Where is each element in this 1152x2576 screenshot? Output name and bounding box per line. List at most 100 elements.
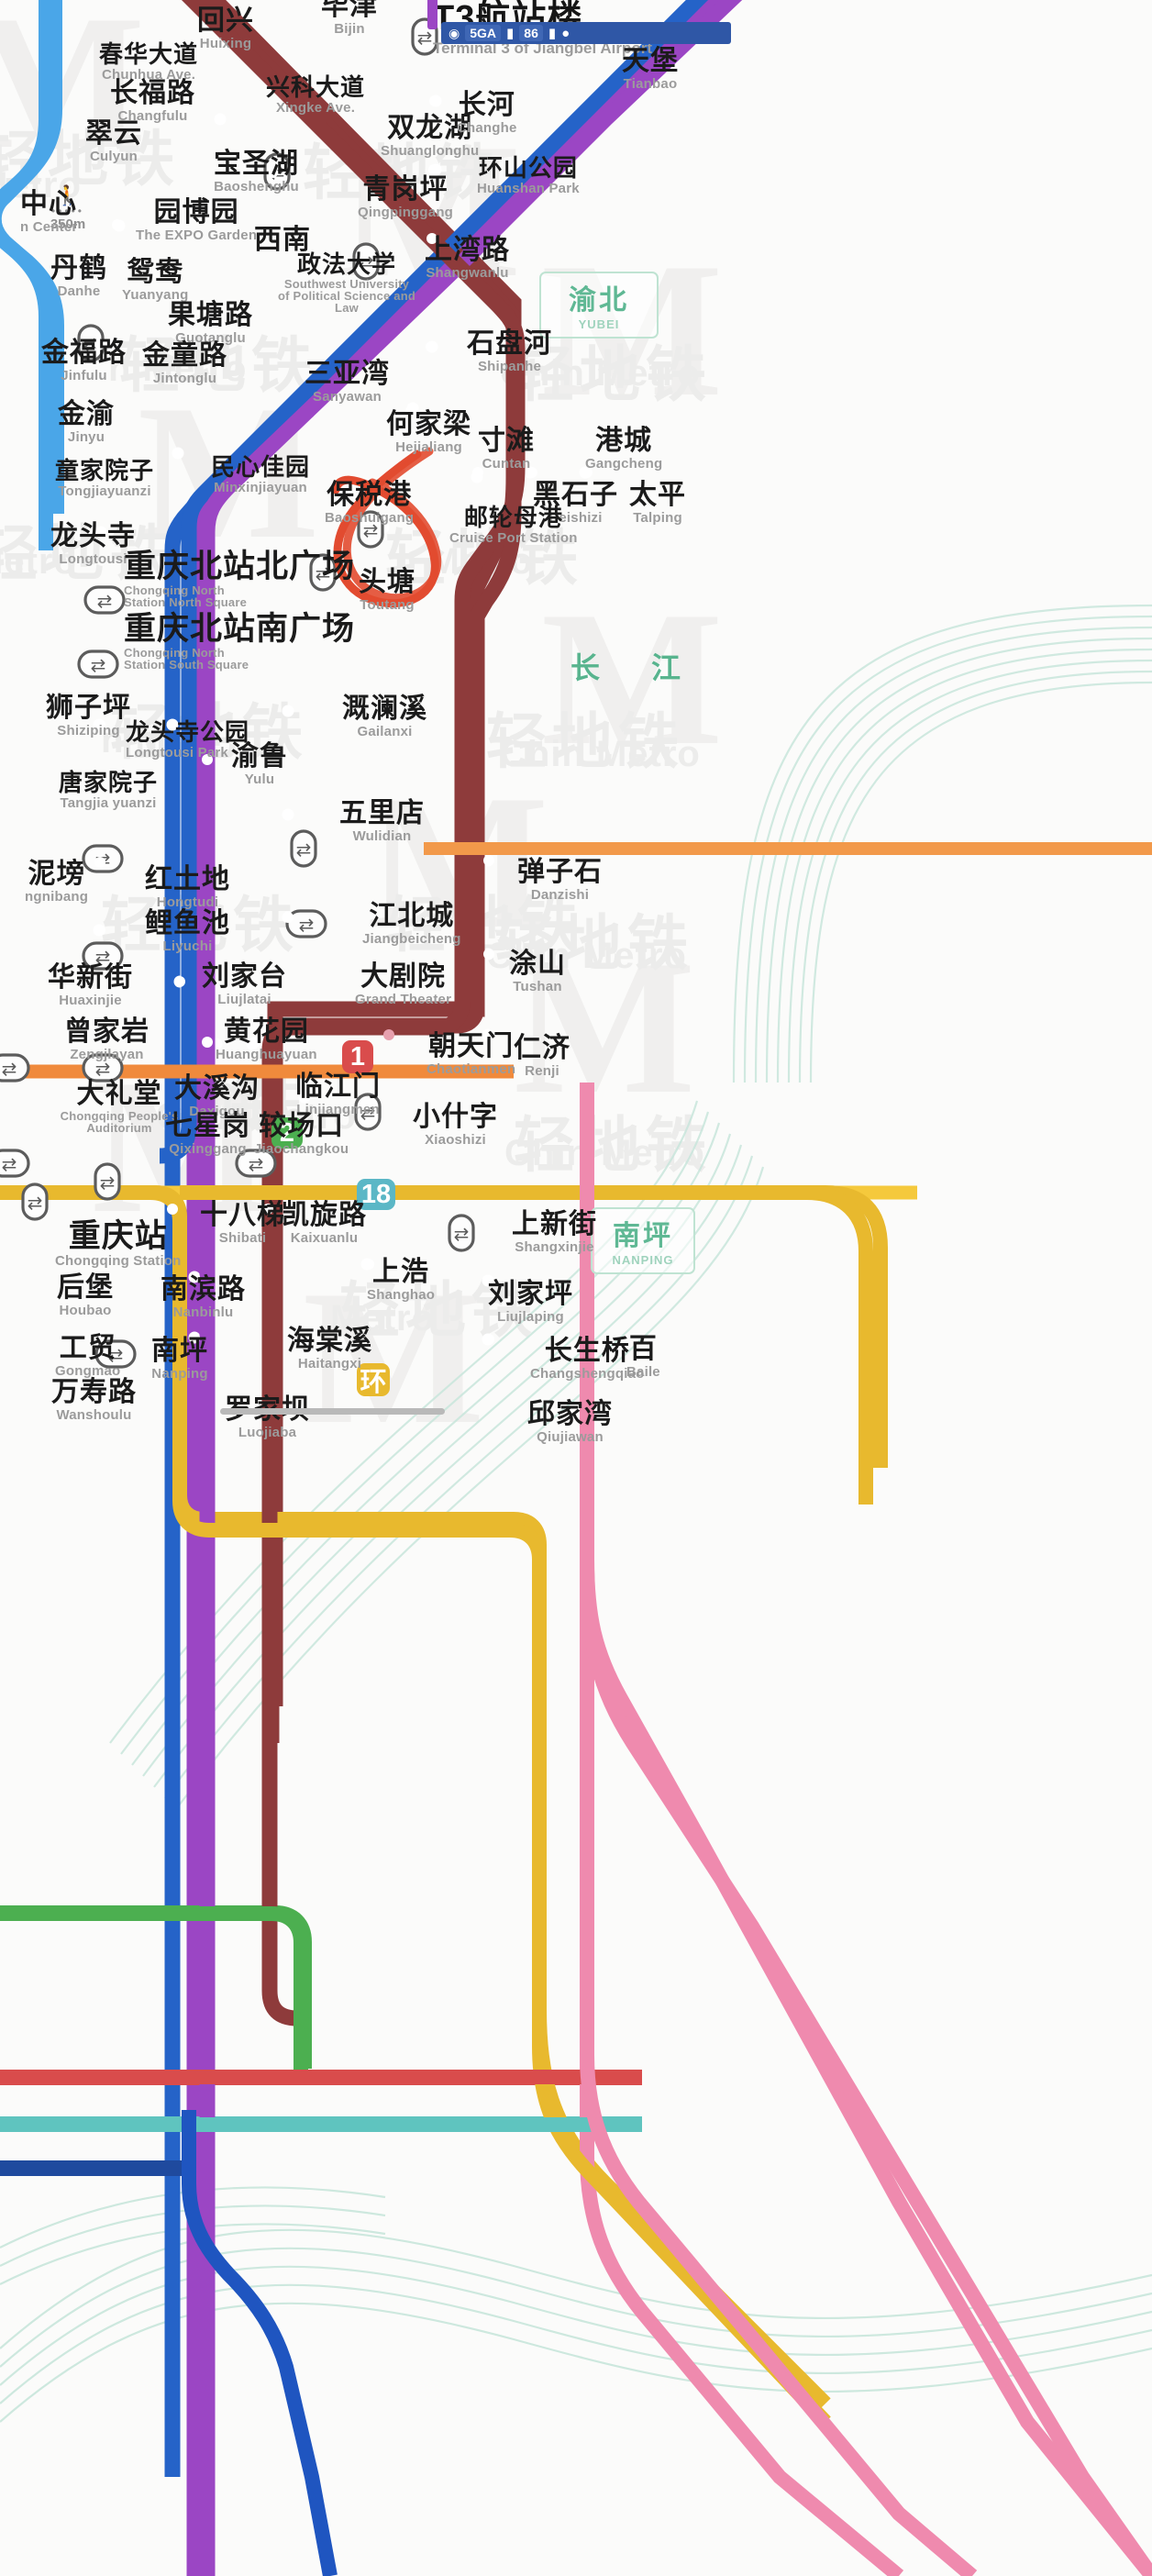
station-name-en: Zengjlayan [70, 1046, 144, 1062]
station-name-en: Changfulu [117, 107, 188, 124]
line-badge-1[interactable]: 1 [342, 1040, 373, 1073]
transfer-icon: ⇄ [82, 1053, 124, 1083]
station-name-cn: 江北城 [369, 901, 455, 931]
station-name-cn: 三亚湾 [305, 359, 390, 389]
horizontal-scrollbar[interactable] [220, 1408, 445, 1415]
station-name-cn: 港城 [595, 426, 653, 456]
station-name-cn: 保税港 [327, 480, 413, 510]
walking-transfer-indicator: 🚶 ••••• 350m [44, 186, 92, 232]
line-badge-ring[interactable]: 环 [357, 1363, 390, 1397]
svg-text:⇄: ⇄ [2, 1060, 17, 1080]
svg-text:⇄: ⇄ [100, 1173, 116, 1194]
line-badge-2[interactable]: 2 [271, 1117, 303, 1149]
station-name-en: Sanyawan [313, 388, 382, 405]
station-label[interactable]: 西南 [254, 226, 311, 255]
walking-icon: 🚶 [55, 185, 81, 206]
station-name-en: Chongqing Station [55, 1252, 182, 1269]
station-label[interactable]: 罗家坝Luojiaba [225, 1395, 310, 1438]
svg-text:⇄: ⇄ [2, 1155, 17, 1175]
station-name-cn: 上新街 [512, 1209, 597, 1239]
line-badge-18[interactable]: 18 [357, 1179, 395, 1210]
